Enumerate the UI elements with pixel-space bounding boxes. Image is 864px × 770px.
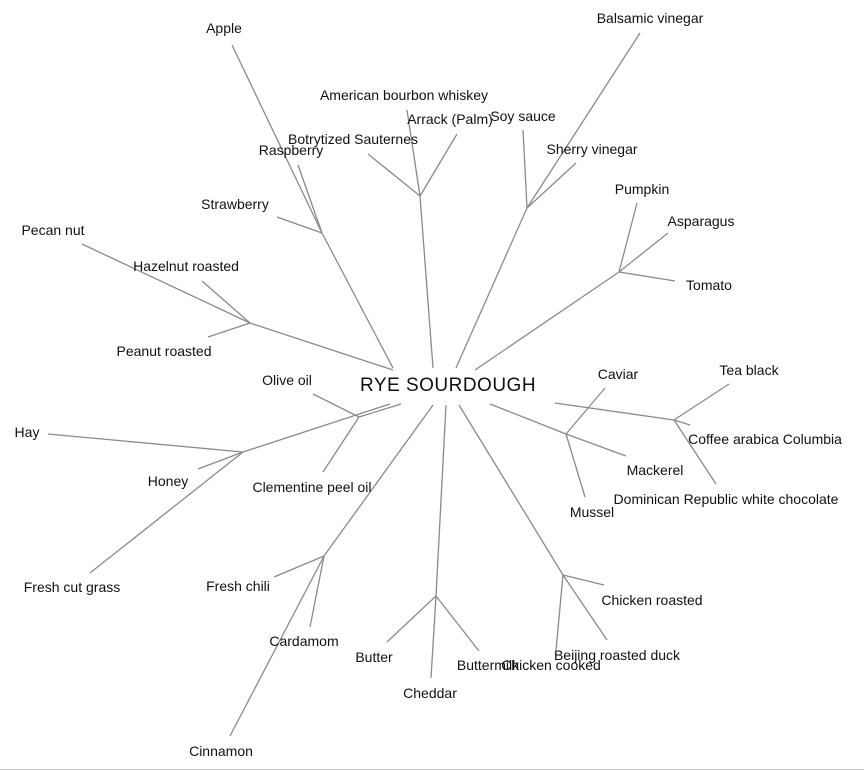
leaf-label: Honey	[147, 473, 189, 489]
leaf-edge	[406, 109, 421, 197]
leaf-edge	[419, 133, 458, 197]
leaf-label: Hay	[14, 424, 40, 440]
leaf-edge	[565, 387, 606, 435]
leaf-edge	[322, 416, 360, 473]
branch-edge	[321, 232, 394, 369]
leaf-label: Botrytized Sauternes	[288, 131, 418, 147]
leaf-label: Strawberry	[201, 196, 269, 212]
leaf-edge	[618, 232, 669, 273]
leaf-edge	[312, 393, 360, 418]
leaf-label: Asparagus	[667, 213, 735, 229]
leaf-edge	[47, 433, 244, 453]
leaf-label: Fresh chili	[206, 578, 270, 594]
leaf-label: Clementine peel oil	[252, 479, 372, 495]
leaf-label: Apple	[206, 20, 242, 36]
leaf-edge	[81, 243, 251, 324]
leaf-label: Tea black	[719, 362, 779, 378]
leaf-label: Pumpkin	[614, 181, 670, 197]
leaf-label: Tomato	[686, 277, 732, 293]
leaf-label: Arrack (Palm)	[407, 111, 493, 127]
leaf-label: Cheddar	[403, 685, 457, 701]
leaf-edge	[522, 129, 528, 209]
leaf-edge	[562, 574, 608, 641]
leaf-edge	[565, 433, 627, 457]
leaf-edge	[618, 271, 676, 282]
leaf-label: Fresh cut grass	[23, 579, 121, 595]
leaf-label: Chicken roasted	[601, 592, 703, 608]
leaf-label: Cinnamon	[189, 743, 253, 759]
leaf-edge	[526, 162, 577, 209]
leaf-edge	[618, 202, 638, 273]
leaf-label: Mussel	[569, 504, 615, 520]
branch-edge	[455, 207, 528, 369]
leaf-edge	[386, 595, 437, 643]
branch-edge	[474, 271, 620, 371]
leaf-edge	[430, 595, 437, 679]
leaf-edge	[435, 595, 480, 652]
leaf-label: Coffee arabica Columbia	[688, 431, 842, 447]
leaf-edge	[309, 555, 325, 628]
leaf-edge	[297, 164, 323, 234]
branch-edge	[358, 403, 402, 418]
branch-edge	[419, 195, 434, 369]
leaf-label: Pecan nut	[21, 222, 85, 238]
leaf-edge	[555, 574, 564, 651]
branch-edge	[242, 403, 391, 453]
leaf-label: Mackerel	[626, 462, 684, 478]
leaf-edge	[562, 574, 605, 586]
leaf-label: Buttermilk	[456, 657, 520, 673]
leaf-label: Balsamic vinegar	[596, 10, 704, 26]
leaf-edge	[276, 216, 323, 234]
branch-edge	[249, 322, 394, 371]
leaf-label: Butter	[355, 649, 393, 665]
leaf-label: Cardamom	[269, 633, 339, 649]
leaf-edge	[201, 280, 251, 324]
leaf-edge	[367, 153, 421, 197]
leaf-label: Beijing roasted duck	[553, 647, 681, 663]
leaf-label: Chicken cooked	[501, 657, 601, 673]
leaf-edge	[231, 44, 323, 234]
leaf-label: Raspberry	[258, 142, 324, 158]
leaf-label: Caviar	[597, 366, 639, 382]
leaf-label: Sherry vinegar	[546, 141, 638, 157]
leaf-edge	[229, 555, 325, 737]
leaf-edge	[673, 419, 691, 426]
leaf-edge	[526, 32, 641, 209]
leaf-edge	[197, 451, 244, 470]
branch-edge	[458, 404, 564, 576]
leaf-label: Hazelnut roasted	[133, 258, 239, 274]
branch-edge	[435, 404, 447, 597]
leaf-edge	[673, 383, 730, 421]
leaf-label: American bourbon whiskey	[319, 87, 489, 103]
leaf-edge	[89, 451, 244, 574]
leaf-edge	[565, 433, 586, 498]
branch-edge	[323, 404, 434, 557]
leaf-label: Peanut roasted	[116, 343, 212, 359]
leaf-label: Olive oil	[262, 372, 312, 388]
branch-edge	[489, 403, 567, 435]
root-node-label: RYE SOURDOUGH	[359, 375, 537, 396]
branch-edge	[554, 402, 675, 421]
leaf-edge	[273, 555, 325, 578]
leaf-label: Dominican Republic white chocolate	[613, 491, 839, 507]
leaf-edge	[207, 322, 251, 338]
leaf-edge	[673, 419, 717, 485]
leaf-label: Soy sauce	[490, 108, 556, 124]
